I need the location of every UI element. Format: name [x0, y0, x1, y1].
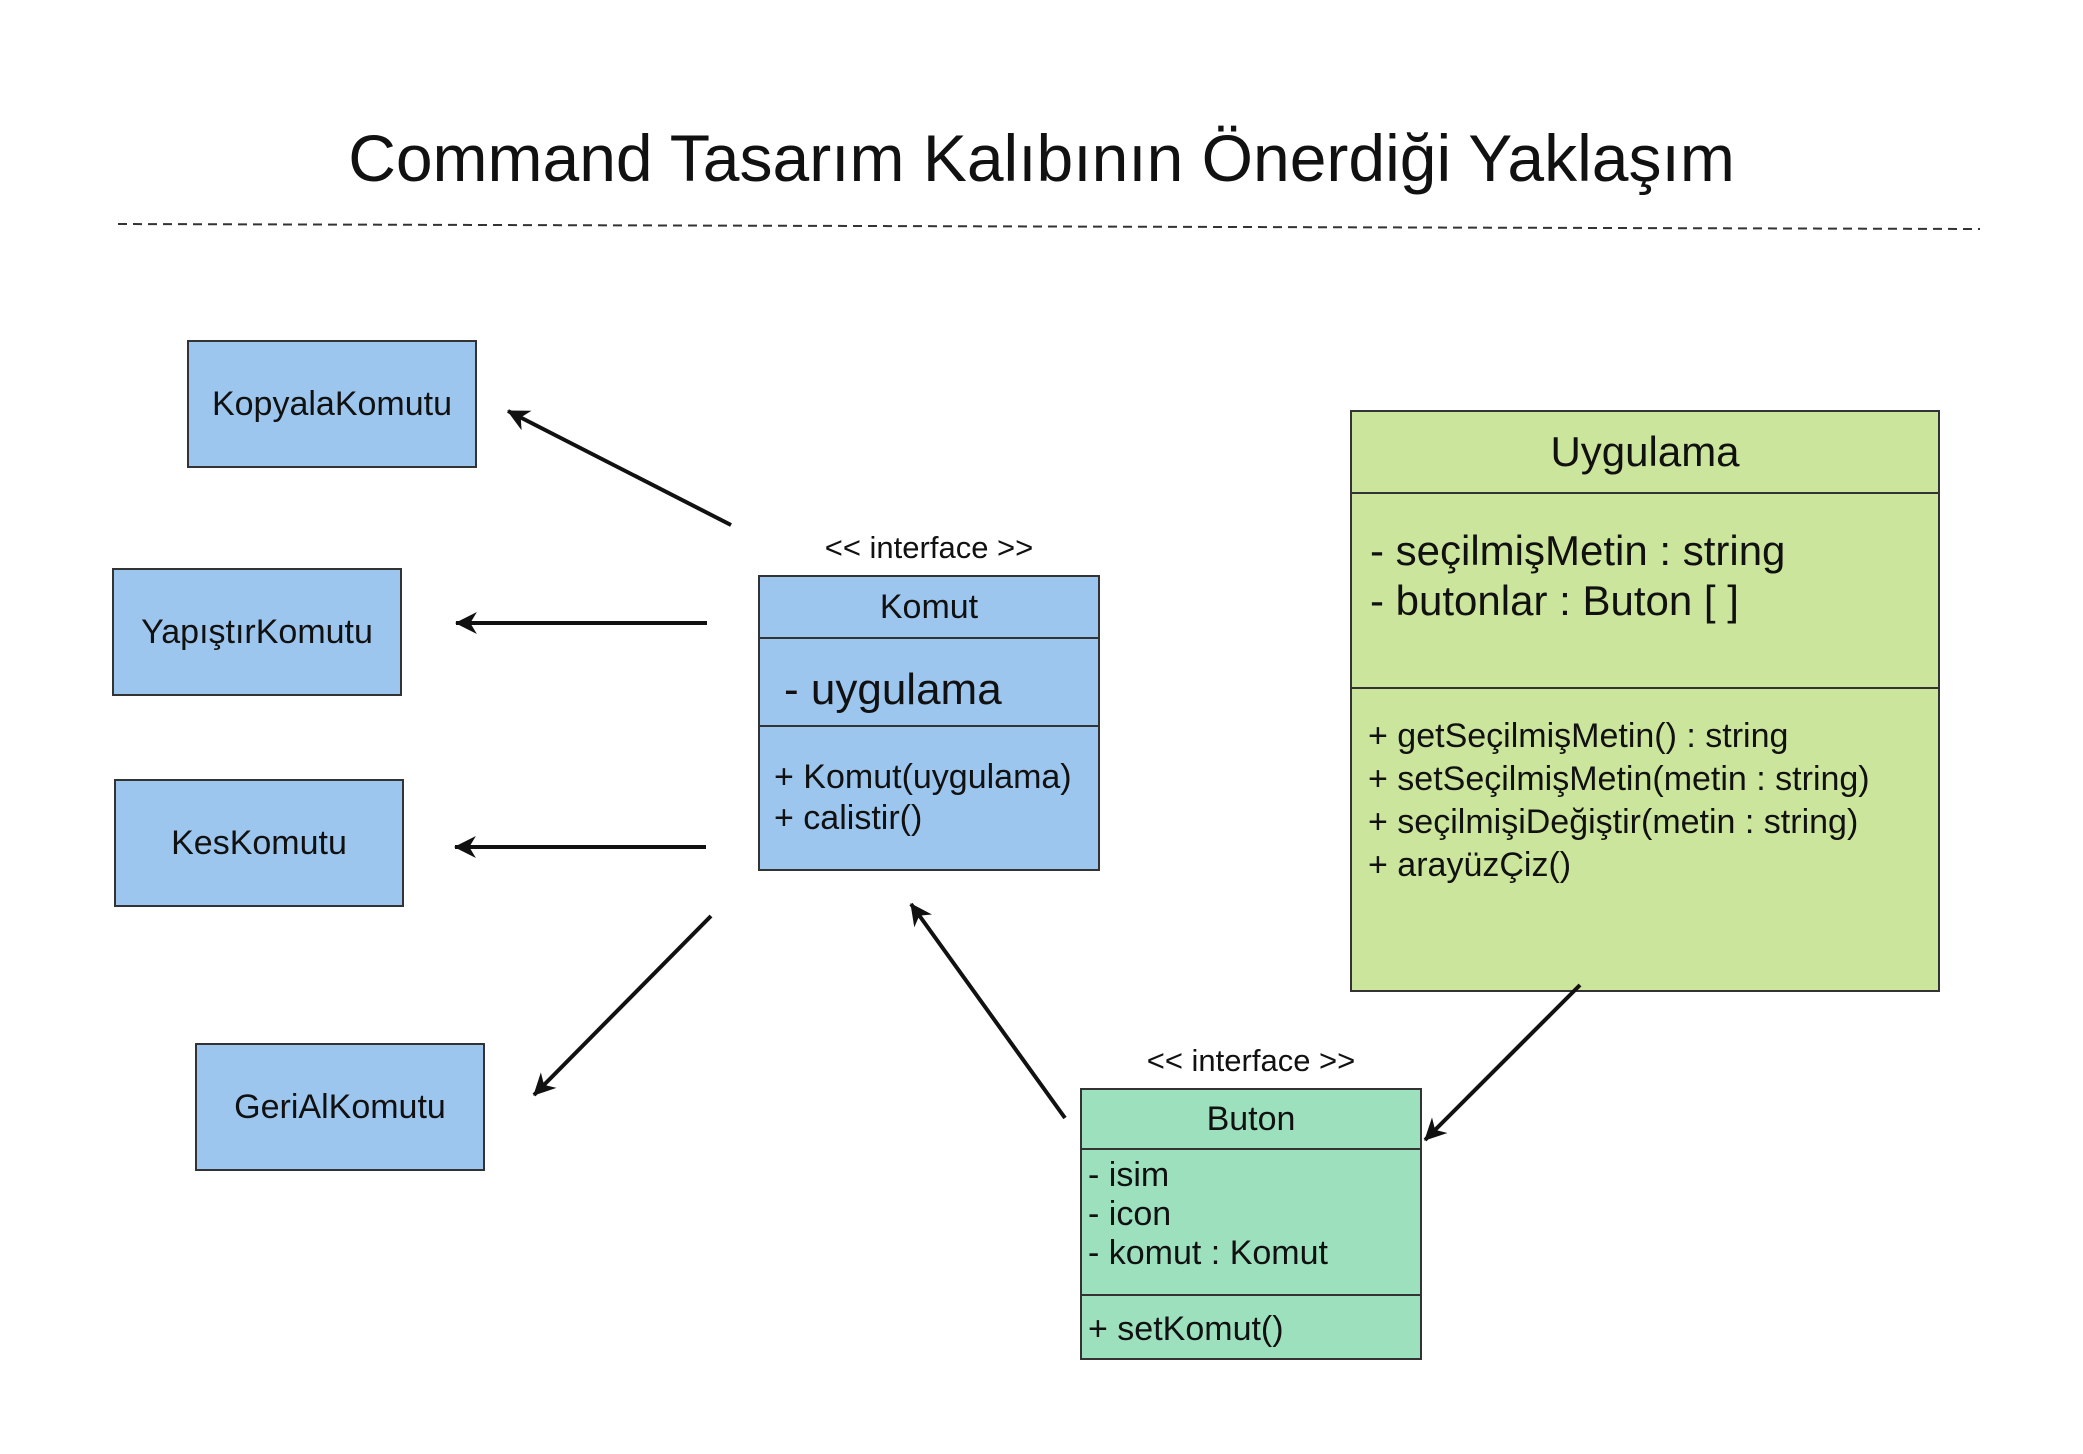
geri-al-komutu-label: GeriAlKomutu — [234, 1087, 446, 1126]
kes-komutu-label: KesKomutu — [171, 823, 347, 862]
arrow-komut-to-kopyala — [507, 409, 732, 527]
buton-interface: Buton - isim - icon - komut : Komut + se… — [1080, 1088, 1422, 1360]
buton-name: Buton — [1206, 1099, 1296, 1138]
uygulama-class: Uygulama - seçilmişMetin : string - buto… — [1350, 410, 1940, 992]
uygulama-methods: + getSeçilmişMetin() : string + setSeçil… — [1352, 687, 1938, 990]
uygulama-method: + setSeçilmişMetin(metin : string) — [1368, 760, 1870, 798]
buton-method: + setKomut() — [1088, 1310, 1284, 1348]
kes-komutu-class: KesKomutu — [114, 779, 404, 907]
yapistir-komutu-class: YapıştırKomutu — [112, 568, 402, 696]
arrow-buton-to-komut — [909, 902, 1067, 1120]
uygulama-method: + arayüzÇiz() — [1368, 846, 1572, 884]
uygulama-attribute: - seçilmişMetin : string — [1370, 527, 1786, 574]
buton-attribute: - komut : Komut — [1088, 1234, 1328, 1272]
komut-method: + Komut(uygulama) — [774, 758, 1072, 796]
komut-stereotype: << interface >> — [824, 530, 1034, 565]
kopyala-komutu-class: KopyalaKomutu — [187, 340, 477, 468]
arrow-uygulama-to-buton — [1423, 983, 1582, 1142]
yapistir-komutu-label: YapıştırKomutu — [141, 612, 373, 651]
uygulama-attribute: - butonlar : Buton [ ] — [1370, 577, 1739, 624]
buton-attribute: - isim — [1088, 1156, 1170, 1194]
geri-al-komutu-class: GeriAlKomutu — [195, 1043, 485, 1171]
uygulama-method: + seçilmişiDeğiştir(metin : string) — [1368, 803, 1859, 841]
komut-attribute: - uygulama — [784, 665, 1002, 714]
buton-attribute: - icon — [1088, 1195, 1172, 1233]
komut-name: Komut — [879, 587, 979, 626]
buton-methods: + setKomut() — [1082, 1294, 1420, 1358]
arrow-komut-to-gerial — [532, 914, 713, 1097]
komut-interface: Komut - uygulama + Komut(uygulama) + cal… — [758, 575, 1100, 871]
buton-attributes: - isim - icon - komut : Komut — [1082, 1148, 1420, 1294]
komut-methods: + Komut(uygulama) + calistir() — [760, 725, 1098, 869]
uygulama-name: Uygulama — [1550, 428, 1740, 475]
uygulama-method: + getSeçilmişMetin() : string — [1368, 717, 1789, 755]
kopyala-komutu-label: KopyalaKomutu — [211, 384, 453, 423]
komut-method: + calistir() — [774, 799, 923, 837]
komut-attributes: - uygulama — [760, 637, 1098, 725]
buton-stereotype: << interface >> — [1146, 1043, 1356, 1078]
uygulama-attributes: - seçilmişMetin : string - butonlar : Bu… — [1352, 492, 1938, 687]
diagram-title: Command Tasarım Kalıbının Önerdiği Yakla… — [348, 121, 1735, 195]
title-divider — [117, 223, 1981, 230]
